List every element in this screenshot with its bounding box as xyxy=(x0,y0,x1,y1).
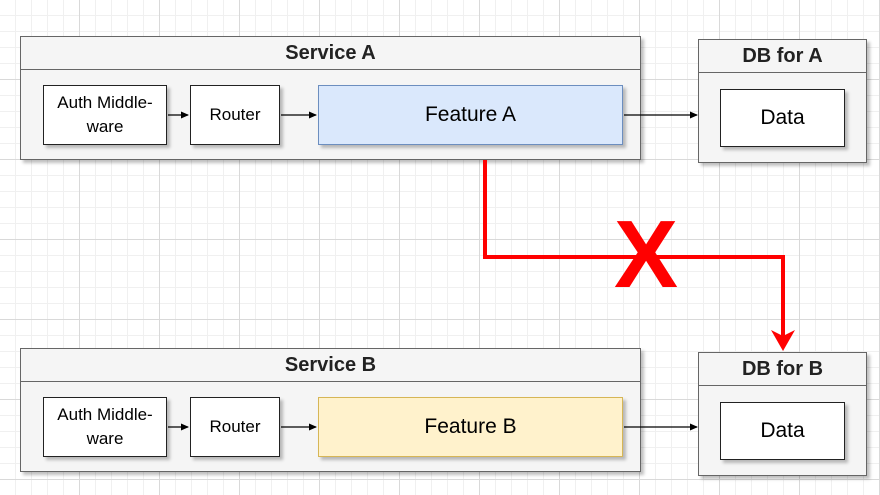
service-b-title: Service B xyxy=(21,349,640,382)
blocked-connection-arrowhead xyxy=(771,330,795,351)
db-a-data: Data xyxy=(720,89,845,147)
service-a-title: Service A xyxy=(21,37,640,70)
service-b-router: Router xyxy=(190,397,280,457)
db-b-title: DB for B xyxy=(699,353,866,386)
service-b-auth-middleware: Auth Middle- ware xyxy=(43,397,167,457)
db-b-data: Data xyxy=(720,402,845,460)
service-a-router: Router xyxy=(190,85,280,145)
db-a-title: DB for A xyxy=(699,40,866,73)
blocked-x-mark: X xyxy=(613,201,679,308)
service-a-auth-middleware: Auth Middle- ware xyxy=(43,85,167,145)
feature-a: Feature A xyxy=(318,85,623,145)
feature-b: Feature B xyxy=(318,397,623,457)
